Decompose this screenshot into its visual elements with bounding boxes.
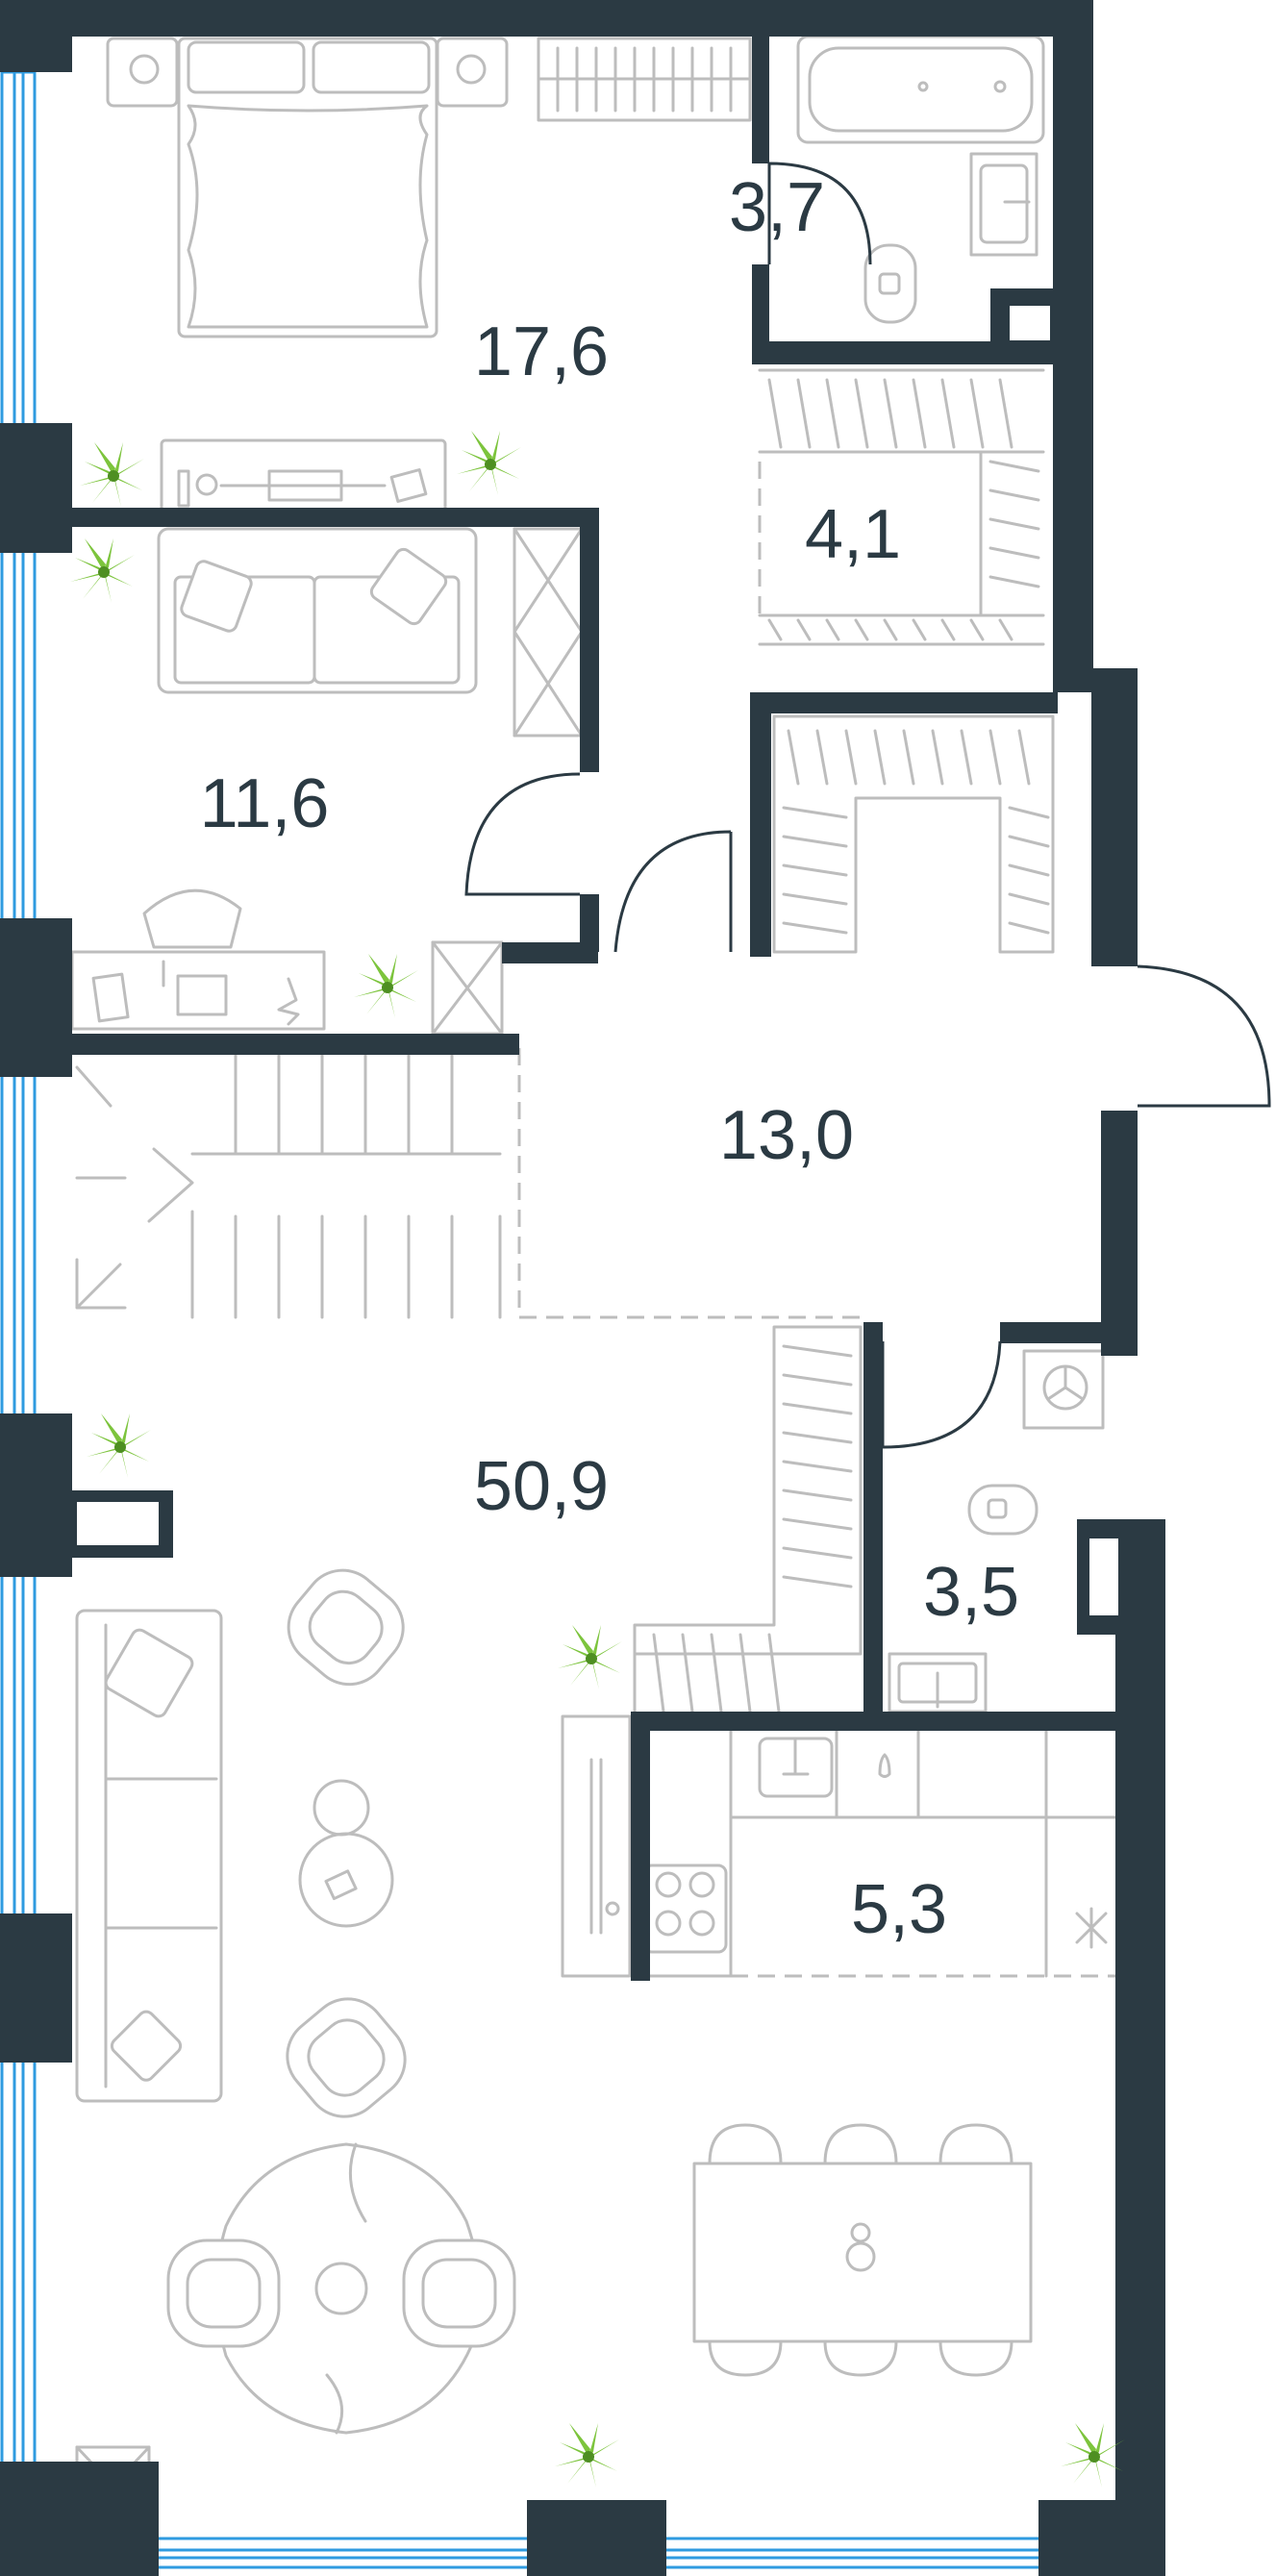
plant-1-icon — [80, 442, 144, 507]
wall-wc-top — [1000, 1322, 1106, 1343]
study-desk — [70, 888, 504, 1036]
plant-5-icon — [87, 1413, 151, 1478]
wall-kitchen-west — [631, 1712, 650, 1981]
plant-6-icon — [558, 1625, 622, 1689]
hall-closet — [772, 714, 1055, 954]
wall-bottom-right — [1038, 2500, 1165, 2576]
area-wc: 3,5 — [923, 1554, 1019, 1631]
door-wc — [881, 1340, 1002, 1449]
wall-east-mid — [1101, 1111, 1138, 1356]
door-wardrobe — [613, 830, 733, 953]
area-bathroom: 3,7 — [729, 169, 825, 246]
plant-8-icon — [1061, 2423, 1125, 2488]
wall-west-pier-1 — [0, 423, 72, 553]
wall-west-pier-4 — [0, 1913, 72, 2063]
plant-2-icon — [457, 431, 521, 495]
wall-bottom-left — [0, 2462, 159, 2576]
plant-4-icon — [354, 954, 418, 1018]
furniture — [70, 35, 1132, 2526]
bathtub — [796, 35, 1045, 144]
area-hall: 13,0 — [719, 1097, 854, 1174]
area-bedroom: 17,6 — [474, 313, 609, 390]
wall-bath-west-lower — [752, 264, 769, 361]
wall-west-pier-2 — [0, 918, 72, 1077]
wall-study-east-lower — [580, 894, 599, 952]
armchair-bottom — [286, 1997, 407, 2118]
wall-west-pier-3 — [0, 1413, 72, 1577]
wall-bottom-mid — [527, 2500, 666, 2576]
plant-7-icon — [555, 2423, 619, 2488]
wall-study-south — [67, 1034, 519, 1055]
windows — [0, 70, 1050, 2569]
wall-wc-west — [863, 1322, 883, 1721]
wall-east-lower — [1115, 1519, 1165, 2538]
hall-wardrobe-lower — [633, 1325, 863, 1718]
walk-in-closet — [758, 368, 1045, 646]
wall-study-east — [580, 508, 599, 772]
bedroom-wardrobe — [537, 37, 752, 122]
door-entrance — [1137, 964, 1271, 1108]
area-wardrobe: 4,1 — [805, 496, 901, 573]
wall-closet-top — [750, 692, 1058, 713]
area-study: 11,6 — [200, 765, 330, 842]
doors — [464, 162, 1271, 1449]
wall-top-left-cap — [0, 0, 72, 72]
wall-closet-west — [750, 692, 771, 957]
area-living: 50,9 — [474, 1448, 609, 1525]
living-sofa — [75, 1609, 223, 2103]
coffee-tables — [298, 1779, 394, 1928]
wall-study-south-right — [502, 942, 598, 963]
door-study — [464, 772, 581, 896]
dining-table — [692, 2123, 1033, 2377]
bedroom-console — [160, 438, 447, 513]
study-sofa — [157, 527, 584, 738]
plant-3-icon — [70, 538, 135, 603]
plants — [70, 431, 1125, 2488]
round-rug — [166, 2142, 516, 2435]
wall-east-step — [1091, 668, 1138, 966]
area-kitchen: 5,3 — [851, 1871, 947, 1948]
armchair-top — [287, 1568, 405, 1687]
staircase — [75, 1048, 865, 1319]
bathroom-sink — [969, 152, 1038, 257]
room-labels: 17,6 3,7 4,1 11,6 13,0 50,9 3,5 5,3 — [200, 169, 1019, 1948]
bathroom-toilet — [863, 243, 917, 324]
wall-top — [38, 0, 1091, 37]
wall-wc-south — [635, 1712, 1135, 1731]
bed — [106, 37, 509, 338]
wc-fixtures — [888, 1349, 1105, 1713]
door-bathroom — [767, 162, 872, 265]
walls — [0, 0, 1165, 2576]
wall-bath-west — [752, 29, 769, 163]
wall-study-top — [67, 508, 596, 527]
